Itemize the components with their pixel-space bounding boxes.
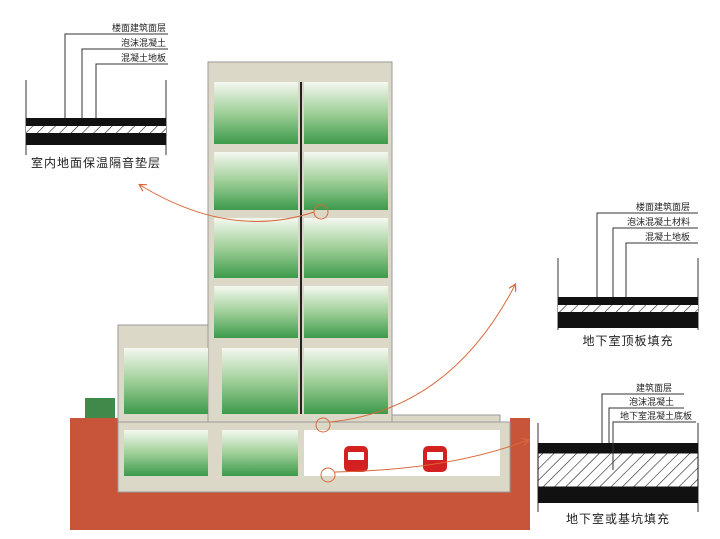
layer-label: 混凝土地板 (121, 52, 166, 64)
layer-label: 楼面建筑面层 (636, 201, 690, 213)
arrow-2 (329, 285, 515, 423)
arrow-3 (334, 440, 528, 473)
bus-right (423, 446, 447, 472)
layer-label: 建筑面层 (636, 382, 672, 394)
building (117, 61, 511, 493)
detail-floor-insulation: 楼面建筑面层 泡沫混凝土 混凝土地板 室内地面保温隔音垫层 (25, 22, 168, 170)
arrow-1 (140, 185, 315, 222)
detail-caption: 地下室或基坑填充 (566, 511, 670, 526)
ground-soil (70, 418, 530, 530)
shrubs (85, 398, 115, 418)
bus-left (344, 446, 368, 472)
layer-label: 泡沫混凝土 (121, 37, 166, 49)
layer-label: 混凝土地板 (645, 231, 690, 243)
highlight-basement-floor (320, 467, 336, 483)
layer-label: 泡沫混凝土 (629, 396, 674, 408)
layer-label: 泡沫混凝土材料 (627, 216, 690, 228)
layer-label: 地下室混凝土底板 (620, 410, 692, 422)
detail-caption: 室内地面保温隔音垫层 (31, 155, 161, 170)
layer-label: 楼面建筑面层 (112, 22, 166, 34)
highlight-basement-roof (315, 417, 331, 433)
detail-basement-pit: 建筑面层 泡沫混凝土 地下室混凝土底板 地下室或基坑填充 (537, 382, 699, 526)
detail-basement-roof: 楼面建筑面层 泡沫混凝土材料 混凝土地板 地下室顶板填充 (557, 201, 699, 348)
detail-caption: 地下室顶板填充 (582, 333, 673, 348)
